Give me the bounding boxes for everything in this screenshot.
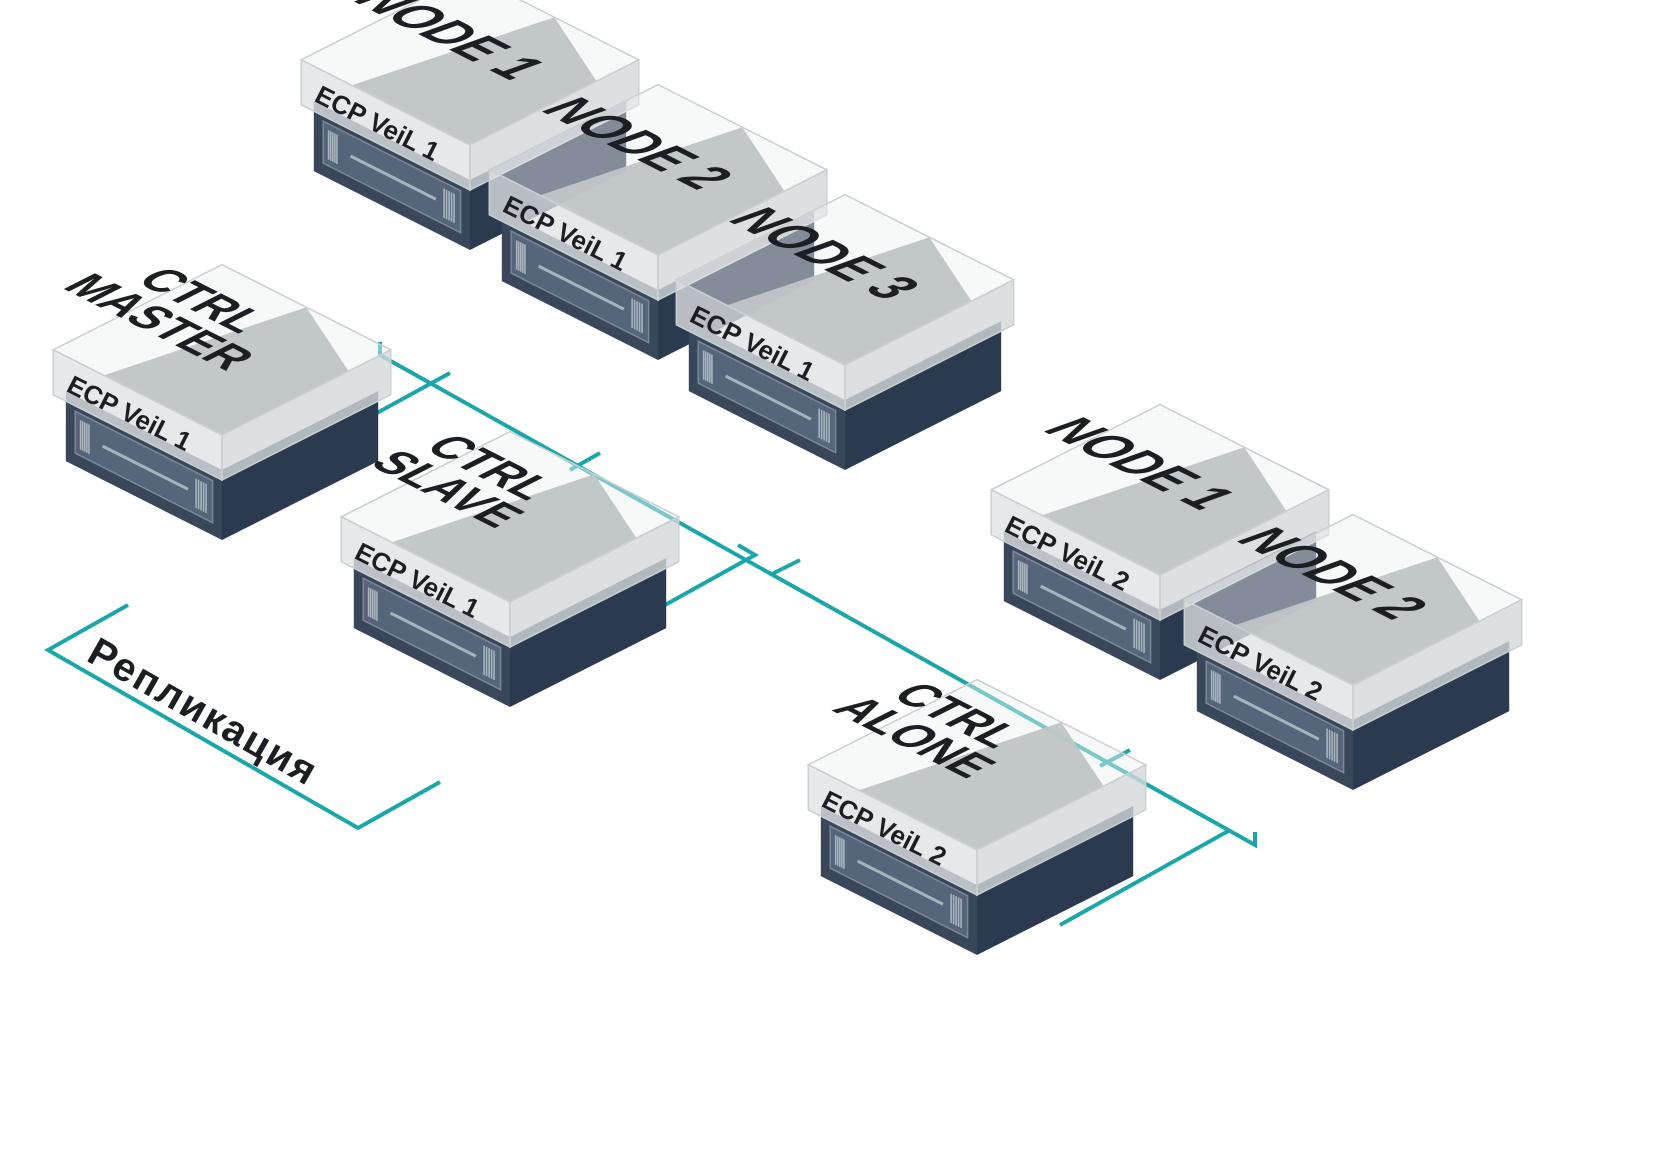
box-top-face xyxy=(51,263,393,436)
drive-slot xyxy=(101,444,189,491)
main-backbone-line xyxy=(378,342,1257,849)
box-top-face xyxy=(674,193,1016,366)
node2-link xyxy=(569,451,601,472)
drive-slot xyxy=(537,264,625,311)
server-side-face xyxy=(510,558,667,707)
drive-slot xyxy=(389,611,477,658)
box-top-face xyxy=(299,0,641,146)
box-inner-shade xyxy=(391,474,637,602)
cluster2-link xyxy=(1099,748,1131,768)
box-inner-shade xyxy=(351,17,597,146)
box-inner-shade xyxy=(726,237,972,365)
replication-label: Репликация xyxy=(81,630,326,795)
box-top-face xyxy=(339,430,681,603)
drive-slot xyxy=(724,374,812,421)
server-side-face xyxy=(845,321,1002,470)
node3-link xyxy=(769,558,801,577)
box-top-face xyxy=(806,678,1148,851)
drive-slot xyxy=(856,859,944,906)
ctrl-alone-link xyxy=(1059,828,1231,927)
box-top-face xyxy=(1182,513,1524,686)
server-side-face xyxy=(1353,641,1510,790)
box-inner-shade xyxy=(1041,447,1287,575)
drive-slot xyxy=(1039,584,1127,631)
drive-slot xyxy=(1232,694,1320,741)
box-inner-shade xyxy=(103,307,349,435)
box-inner-shade xyxy=(1234,557,1480,685)
box-inner-shade xyxy=(539,127,785,255)
drive-slot xyxy=(349,154,437,201)
box-top-face xyxy=(989,403,1331,576)
box-inner-shade xyxy=(858,722,1104,850)
server-side-face xyxy=(222,391,379,540)
replication-link xyxy=(43,603,441,831)
box-top-face xyxy=(487,83,829,256)
server-side-face xyxy=(977,806,1134,955)
